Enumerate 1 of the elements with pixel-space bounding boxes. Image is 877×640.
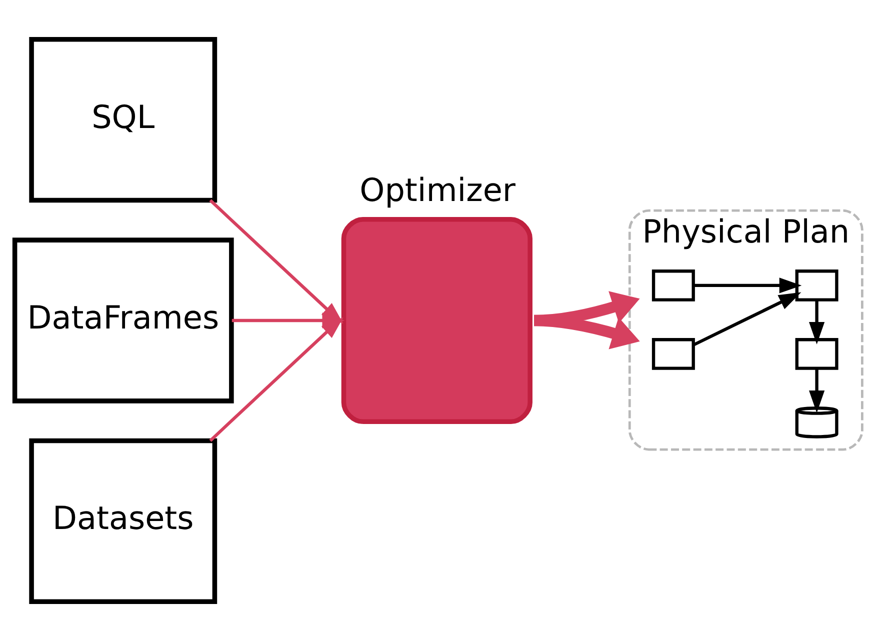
- node-label: Optimizer: [360, 170, 516, 209]
